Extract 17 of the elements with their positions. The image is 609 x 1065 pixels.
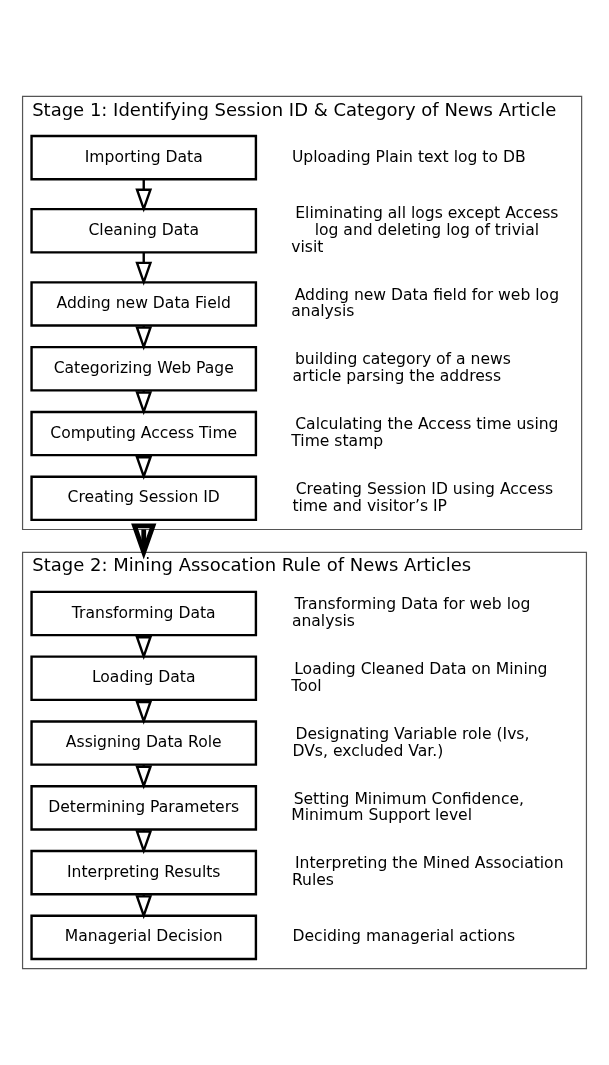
node-box: Importing Data bbox=[30, 134, 258, 181]
node-label: Setting Minimum Confidence, Minimum Support level bbox=[291, 789, 525, 825]
node-label: Creating Session ID using Access time and visitor’s IP bbox=[292, 479, 554, 515]
node-box: Creating Session ID bbox=[30, 475, 258, 522]
node-label: Calculating the Access time using Time stamp bbox=[291, 415, 559, 450]
node-label: Deciding managerial actions bbox=[292, 927, 516, 946]
node-label: Uploading Plain text log to DB bbox=[291, 147, 526, 166]
node-label: Eliminating all logs except Access log and deleting log of trivial visit bbox=[291, 204, 559, 256]
node-label: Adding new Data field for web log analysis bbox=[291, 285, 560, 321]
node-label: Interpreting the Mined Association Rules bbox=[291, 854, 564, 890]
arrow bbox=[131, 523, 157, 560]
node-label: Designating Variable role (Ivs, DVs, excluded Var.) bbox=[292, 724, 530, 760]
node-label: Transforming Data for web log analysis bbox=[291, 595, 531, 630]
node-label: building category of a news article parsing the address bbox=[292, 350, 511, 386]
node-label: Loading Cleaned Data on Mining Tool bbox=[291, 659, 548, 695]
node-box: Cleaning Data bbox=[30, 207, 258, 254]
node-box: Managerial Decision bbox=[30, 914, 258, 961]
